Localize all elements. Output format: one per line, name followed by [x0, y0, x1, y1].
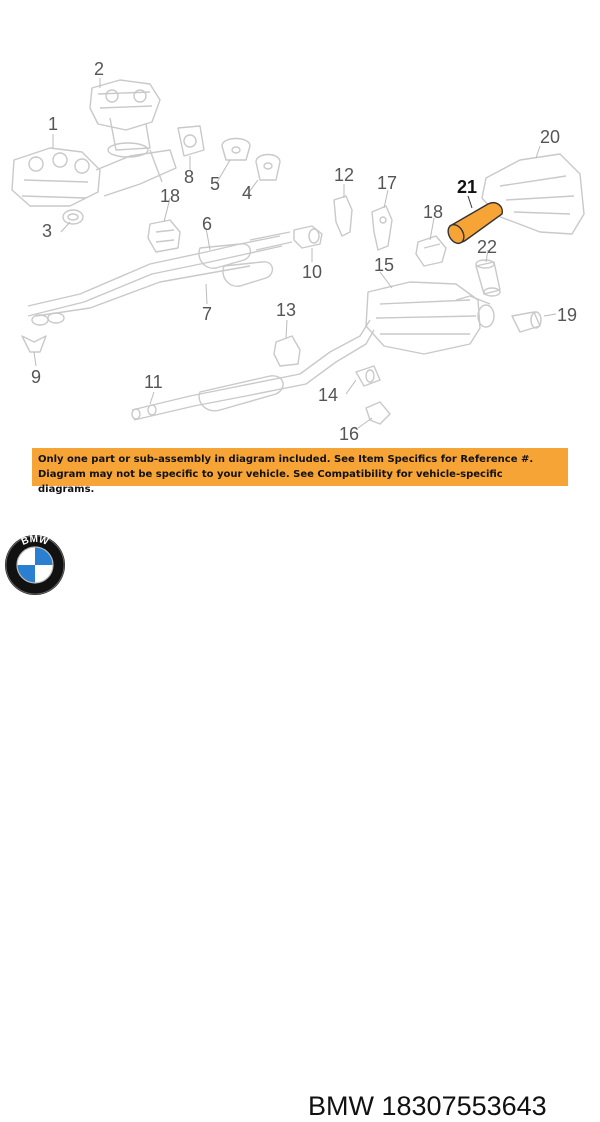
callout-7: 7	[202, 304, 213, 324]
part-21-highlighted	[447, 202, 503, 245]
part-12-drawing	[333, 195, 353, 237]
part-18-right-drawing	[415, 235, 447, 267]
part-number: 18307553643	[381, 1091, 547, 1121]
callout-4: 4	[242, 183, 253, 203]
callout-18-right: 18	[423, 202, 444, 222]
callout-22: 22	[477, 237, 498, 257]
part-3-drawing	[62, 209, 84, 225]
part-17-drawing	[371, 205, 393, 251]
bmw-logo-icon: BMW	[5, 534, 65, 595]
callout-15: 15	[374, 255, 395, 275]
part-20-drawing	[481, 153, 585, 235]
callout-11: 11	[144, 372, 163, 392]
disclaimer-notice: Only one part or sub-assembly in diagram…	[32, 448, 568, 495]
part-4-drawing	[255, 153, 281, 181]
callout-17: 17	[377, 173, 398, 193]
callout-21: 21	[457, 177, 478, 197]
parts-diagram: 1 2 3 4 5 6 7 8 9 10 11 12 13 14 15 16 1…	[0, 59, 600, 1121]
part-2-drawing	[89, 79, 161, 158]
brand-name: BMW	[308, 1091, 374, 1121]
part-19-drawing	[511, 311, 542, 333]
callout-12: 12	[334, 165, 355, 185]
callout-6: 6	[202, 214, 213, 234]
callout-1: 1	[48, 114, 59, 134]
callout-20: 20	[540, 127, 561, 147]
part-14-drawing	[355, 365, 381, 387]
part-11-drawing	[131, 319, 375, 421]
brand-and-part-number: BMW 18307553643	[308, 1091, 547, 1122]
callout-5: 5	[210, 174, 221, 194]
part-10-drawing	[293, 225, 323, 249]
callout-18-left: 18	[160, 186, 181, 206]
callout-8: 8	[184, 167, 195, 187]
part-22-drawing	[475, 259, 501, 297]
callout-14: 14	[318, 385, 339, 405]
exhaust-drawing	[11, 78, 585, 429]
part-1-drawing	[11, 147, 177, 207]
callout-9: 9	[31, 367, 42, 387]
part-16-drawing	[365, 401, 391, 425]
part-7-drawing	[27, 231, 293, 326]
callout-3: 3	[42, 221, 53, 241]
part-8-drawing	[177, 125, 205, 157]
brand-footer: BMW BMW 18307553643	[0, 534, 600, 1121]
callout-19: 19	[557, 305, 578, 325]
part-13-drawing	[273, 335, 301, 367]
part-18-left-drawing	[147, 219, 181, 253]
logo-letters: BMW	[20, 534, 50, 548]
part-15-drawing	[365, 281, 495, 355]
notice-line-1: Only one part or sub-assembly in diagram…	[38, 454, 534, 465]
part-9-drawing	[21, 335, 47, 353]
notice-line-2: Diagram may not be specific to your vehi…	[38, 469, 503, 495]
part-5-drawing	[221, 137, 251, 161]
callout-10: 10	[302, 262, 323, 282]
callout-16: 16	[339, 424, 360, 444]
callout-2: 2	[94, 59, 105, 79]
callout-13: 13	[276, 300, 297, 320]
